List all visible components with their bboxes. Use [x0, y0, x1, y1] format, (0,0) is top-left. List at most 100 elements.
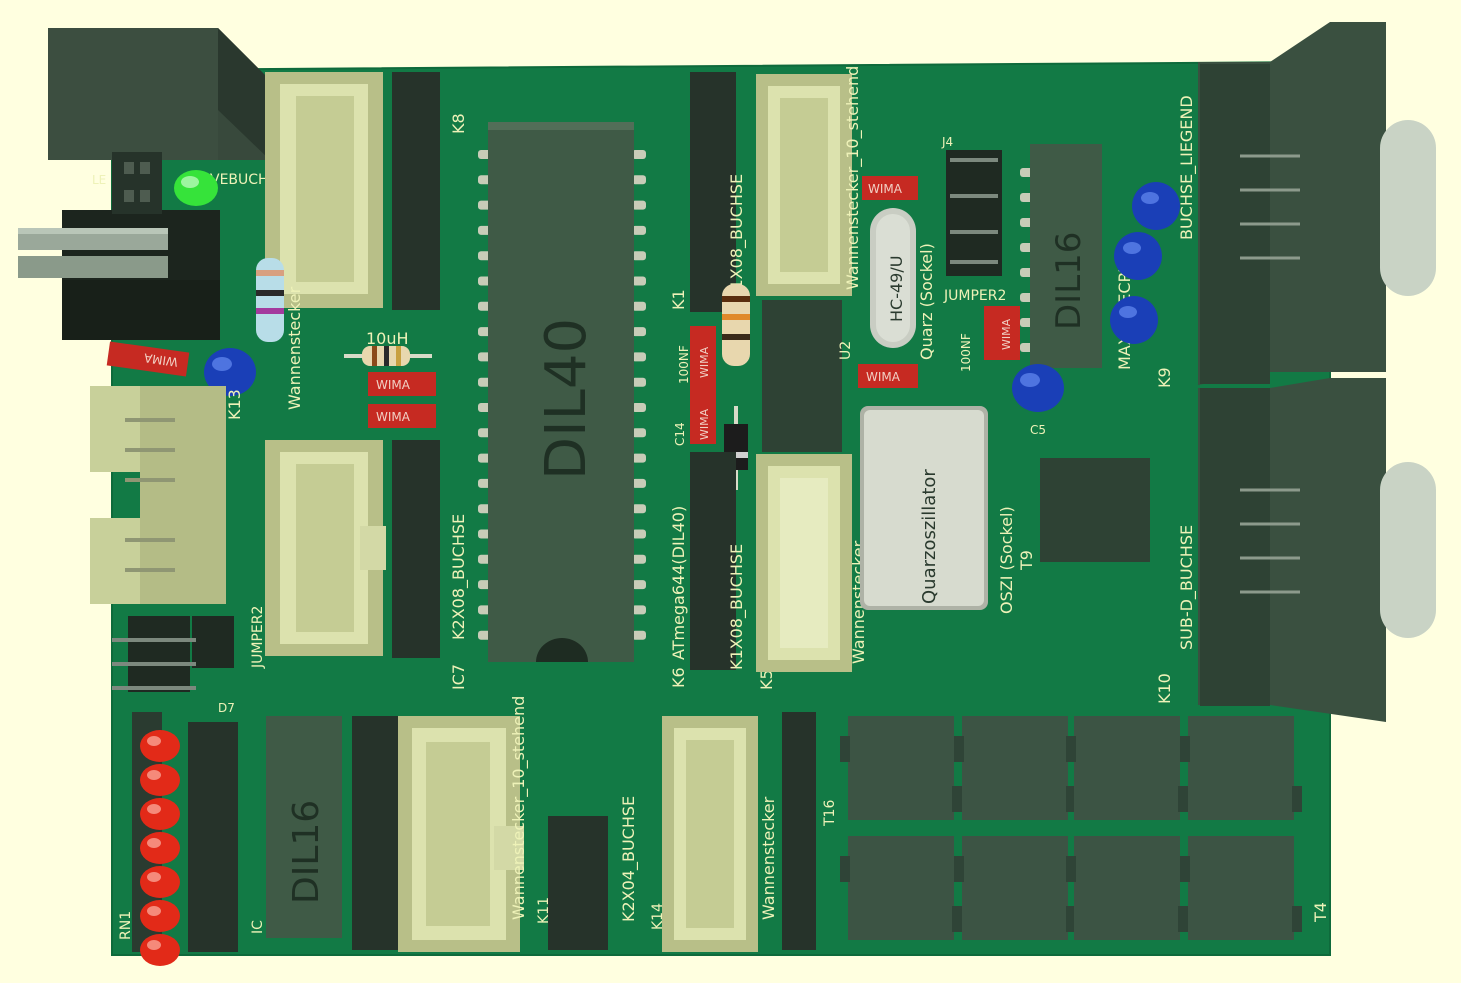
label-k1x08-buchse-top: K1X08_BUCHSE [727, 174, 747, 300]
svg-text:WIMA: WIMA [698, 408, 711, 440]
label-jumper2: JUMPER2 [943, 288, 1006, 304]
wima-capacitor-left: WIMA [106, 341, 190, 377]
label-t16: T16 [822, 800, 838, 827]
jumper-left [112, 616, 234, 692]
box-header-mid-left [265, 440, 386, 656]
dil16-right-label: DIL16 [1049, 232, 1089, 330]
wima-capacitor-crystal-bottom: WIMA [858, 364, 918, 388]
dsub-connector-k10 [1198, 378, 1436, 722]
svg-text:WIMA: WIMA [376, 378, 411, 392]
label-t4: T4 [1311, 902, 1330, 923]
relay [954, 836, 1076, 940]
wima-capacitor-center-b: WIMA [690, 388, 716, 444]
label-100nf-right: 100NF [959, 333, 973, 372]
label-k5: K5 [757, 669, 776, 690]
label-sub-d-buchse: SUB-D_BUCHSE [1177, 525, 1197, 650]
label-c14: C14 [673, 422, 687, 446]
svg-text:WIMA: WIMA [866, 370, 901, 384]
svg-text:WIMA: WIMA [698, 346, 711, 378]
label-k2x08-buchse-left: K2X08_BUCHSE [449, 514, 469, 640]
led-bar-rn1 [132, 712, 180, 966]
svg-text:WIMA: WIMA [142, 350, 178, 369]
label-wannenstecker-top-left: Wannenstecker [285, 286, 304, 410]
wima-capacitor-center-a: WIMA [690, 326, 716, 388]
label-k9: K9 [1155, 367, 1174, 388]
relay-grid [840, 716, 1302, 940]
crystal-hc49u: HC-49/U [870, 208, 916, 348]
dil40-pins-right [632, 150, 646, 640]
resistor-top-left [256, 258, 284, 342]
label-k6: K6 [669, 667, 688, 688]
relay [1180, 716, 1302, 820]
label-u2: U2 [838, 341, 854, 360]
pin-header-bottom-mid [352, 716, 398, 950]
label-mcu: ATmega644(DIL40) [669, 506, 688, 660]
electrolytic-capacitor-right-3 [1110, 296, 1158, 344]
smd-chip [1040, 458, 1150, 562]
wima-capacitor-right: WIMA [984, 306, 1020, 360]
label-k8: K8 [449, 113, 468, 134]
box-header-bottom [398, 716, 524, 952]
pin-header-k2x08-left [392, 440, 440, 658]
label-c5: C5 [1030, 423, 1046, 437]
relay [1066, 716, 1188, 820]
label-k1x08-buchse-bottom: K1X08_BUCHSE [727, 544, 747, 670]
resistor-center [722, 284, 750, 366]
wima-capacitor-mid-b: WIMA [368, 404, 436, 428]
voltage-regulator-u2 [762, 300, 842, 452]
label-inductor: 10uH [366, 329, 409, 348]
inductor [344, 346, 432, 366]
label-wannenstecker-top-center: Wannenstecker_10_stehend [843, 66, 863, 290]
label-j4: J4 [941, 135, 953, 149]
relay [954, 716, 1076, 820]
label-oszi-sockel: OSZI (Sockel) [997, 506, 1016, 614]
jumper-j4 [946, 150, 1002, 276]
power-jack [48, 28, 270, 160]
label-buchse-liegend-k9: BUCHSE_LIEGEND [1177, 95, 1197, 240]
label-k1: K1 [669, 289, 688, 310]
svg-text:WIMA: WIMA [868, 182, 903, 196]
voltage-regulator [18, 210, 220, 340]
box-header-top-left [265, 72, 383, 308]
box-header-top-center [756, 74, 852, 296]
label-d7: D7 [218, 701, 235, 715]
relay [1180, 836, 1302, 940]
label-t9: T9 [1017, 550, 1036, 571]
label-ic-bottom: IC [250, 920, 266, 934]
label-k13: K13 [225, 389, 244, 420]
wima-capacitor-mid-a: WIMA [368, 372, 436, 396]
box-header-k14 [662, 716, 758, 952]
svg-text:WIMA: WIMA [1000, 318, 1013, 350]
label-wannenstecker-k14: Wannenstecker [759, 796, 778, 920]
label-ic7: IC7 [449, 664, 468, 690]
pin-header-k11 [548, 816, 608, 950]
pin-header-k1 [690, 72, 736, 312]
label-le: LE [92, 173, 106, 187]
relay [840, 716, 962, 820]
dil16-left-label: DIL16 [286, 800, 327, 904]
pin-header-le [112, 152, 162, 214]
ic-dil40-chip: DIL40 [478, 122, 646, 662]
dsub-connector-k9 [1198, 22, 1436, 385]
relay [1066, 836, 1188, 940]
pin-header-k8 [392, 72, 440, 310]
label-rn1: RN1 [118, 911, 134, 940]
pin-header-k5 [690, 452, 736, 670]
svg-text:HC-49/U: HC-49/U [887, 256, 906, 322]
electrolytic-capacitor-right-1 [1132, 182, 1180, 230]
label-jumper2-left: JUMPER2 [250, 606, 266, 669]
electrolytic-capacitor-c5 [1012, 364, 1064, 412]
dil40-label: DIL40 [534, 318, 599, 480]
label-quarz-sockel: Quarz (Sockel) [917, 243, 936, 360]
label-100nf-center: 100NF [677, 345, 691, 384]
svg-text:WIMA: WIMA [376, 410, 411, 424]
relay [840, 836, 962, 940]
led-green [174, 170, 218, 206]
label-k10: K10 [1155, 673, 1174, 704]
svg-text:Quarzoszillator: Quarzoszillator [919, 469, 940, 604]
label-wannenstecker-bottom: Wannenstecker_10_stehend [509, 696, 529, 920]
label-k2x04-buchse: K2X04_BUCHSE [619, 796, 639, 922]
wima-capacitor-crystal-top: WIMA [862, 176, 918, 200]
ic-dil16-chip-right: DIL16 [1020, 144, 1102, 368]
